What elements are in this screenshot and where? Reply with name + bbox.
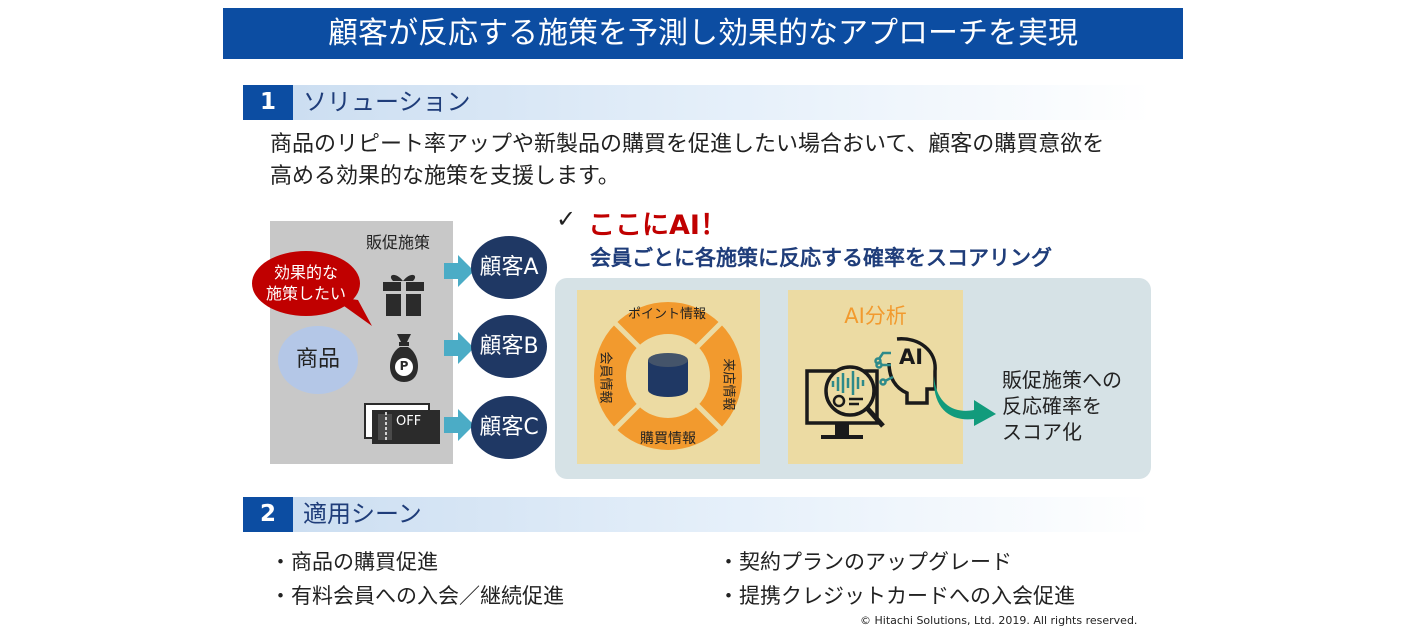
product-circle: 商品 — [278, 326, 358, 394]
ring-label-members: 会員情報 — [597, 351, 613, 404]
ai-analysis-icon — [805, 337, 937, 439]
customer-a: 顧客A — [471, 236, 547, 299]
coupon-label: OFF — [396, 414, 422, 429]
copyright: © Hitachi Solutions, Ltd. 2019. All righ… — [860, 614, 1138, 627]
result-line: 販促施策への — [1002, 368, 1122, 392]
section-header-scenes: 2 適用シーン — [243, 497, 1151, 532]
scene-item: ・有料会員への入会／継続促進 — [270, 584, 564, 608]
customer-c: 顧客C — [471, 396, 547, 459]
description-line: 高める効果的な施策を支援します。 — [270, 164, 620, 189]
ring-label-purchase: 購買情報 — [640, 431, 696, 447]
gift-icon — [383, 274, 424, 316]
scene-item: ・商品の購買促進 — [270, 550, 438, 574]
ai-subheading: 会員ごとに各施策に反応する確率をスコアリング — [590, 246, 1052, 270]
arrow-right-icon — [444, 332, 474, 364]
scoring-result: 販促施策への 反応確率を スコア化 — [1002, 367, 1122, 445]
ring-label-visits: 来店情報 — [720, 358, 736, 411]
scene-item: ・契約プランのアップグレード — [718, 550, 1012, 574]
database-icon — [648, 353, 688, 397]
curved-arrow-icon — [933, 376, 996, 426]
arrow-right-icon — [444, 255, 474, 287]
speech-bubble: 効果的な 施策したい — [252, 251, 360, 316]
check-icon: ✓ — [556, 205, 577, 233]
section-number: 2 — [243, 497, 293, 532]
description-line: 商品のリピート率アップや新製品の購買を促進したい場合おいて、顧客の購買意欲を — [270, 132, 1105, 157]
scene-item: ・提携クレジットカードへの入会促進 — [718, 584, 1075, 608]
section-title: ソリューション — [303, 88, 471, 116]
ai-heading: ここにAI！ — [588, 210, 727, 241]
ai-badge: AI — [899, 345, 924, 369]
section-number: 1 — [243, 85, 293, 120]
result-line: スコア化 — [1002, 420, 1082, 444]
speech-line: 効果的な — [273, 263, 338, 282]
money-bag-icon — [389, 334, 419, 382]
result-line: 反応確率を — [1002, 394, 1102, 418]
ai-analysis-label: AI分析 — [844, 304, 907, 328]
speech-line: 施策したい — [265, 284, 346, 303]
coupon-icon — [364, 403, 440, 444]
promotion-label: 販促施策 — [366, 233, 431, 252]
solution-description: 商品のリピート率アップや新製品の購買を促進したい場合おいて、顧客の購買意欲を 高… — [270, 129, 1150, 193]
section-header-solution: 1 ソリューション — [243, 85, 1151, 120]
data-ring — [594, 302, 742, 450]
ring-label-points: ポイント情報 — [628, 307, 707, 322]
page-title: 顧客が反応する施策を予測し効果的なアプローチを実現 — [223, 8, 1183, 59]
arrow-right-icon — [444, 409, 474, 441]
section-title: 適用シーン — [303, 500, 422, 528]
point-symbol: P — [399, 359, 409, 373]
customer-b: 顧客B — [471, 315, 547, 378]
